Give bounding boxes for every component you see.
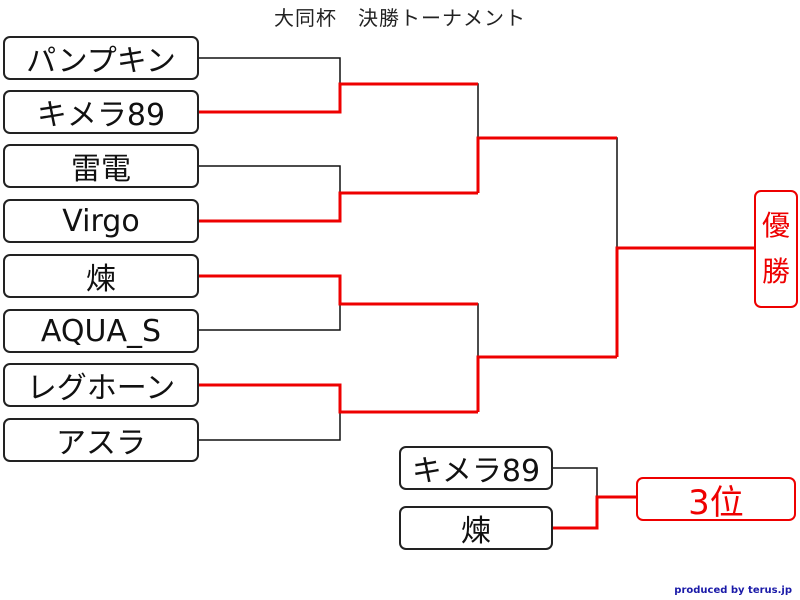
line-third-win bbox=[553, 495, 636, 530]
team-leghorn: レグホーン bbox=[3, 363, 199, 407]
line-r1-m4-win bbox=[199, 383, 478, 414]
third-match-team-2: 煉 bbox=[399, 506, 553, 550]
line-r1-m2-top bbox=[199, 165, 341, 193]
line-r1-m2-win bbox=[199, 191, 478, 223]
third-place-box: 3位 bbox=[636, 477, 796, 523]
line-r1-m4-bottom bbox=[199, 412, 341, 441]
winner-label-1: 優 bbox=[761, 209, 790, 242]
line-r2-m2-top bbox=[340, 303, 479, 357]
line-r2-m2-win bbox=[476, 355, 617, 412]
team-asura: アスラ bbox=[3, 418, 199, 462]
credit-text[interactable]: produced by terus.jp bbox=[674, 585, 792, 596]
page-title: 大同杯 決勝トーナメント bbox=[274, 6, 526, 30]
bracket-lines-red bbox=[199, 82, 754, 530]
team-raiden: 雷電 bbox=[3, 144, 199, 188]
winner-box: 優 勝 bbox=[754, 190, 798, 308]
line-r2-m1-top bbox=[340, 83, 479, 138]
line-r1-m1-top bbox=[199, 57, 341, 84]
line-final-win bbox=[615, 246, 754, 357]
line-r1-m3-bottom bbox=[199, 304, 341, 331]
third-match-team-1: キメラ89 bbox=[399, 446, 553, 490]
team-virgo: Virgo bbox=[3, 199, 199, 243]
team-pumpkin: パンプキン bbox=[3, 36, 199, 80]
line-r1-m3-win bbox=[199, 274, 478, 306]
line-r1-m1-win bbox=[199, 82, 478, 114]
line-r2-m1-win bbox=[476, 136, 617, 193]
team-ren: 煉 bbox=[3, 254, 199, 298]
winner-label-2: 勝 bbox=[761, 255, 790, 288]
line-final-top bbox=[478, 137, 618, 248]
line-third-top bbox=[553, 467, 598, 497]
team-chimera89: キメラ89 bbox=[3, 90, 199, 134]
team-aqua-s: AQUA_S bbox=[3, 309, 199, 353]
